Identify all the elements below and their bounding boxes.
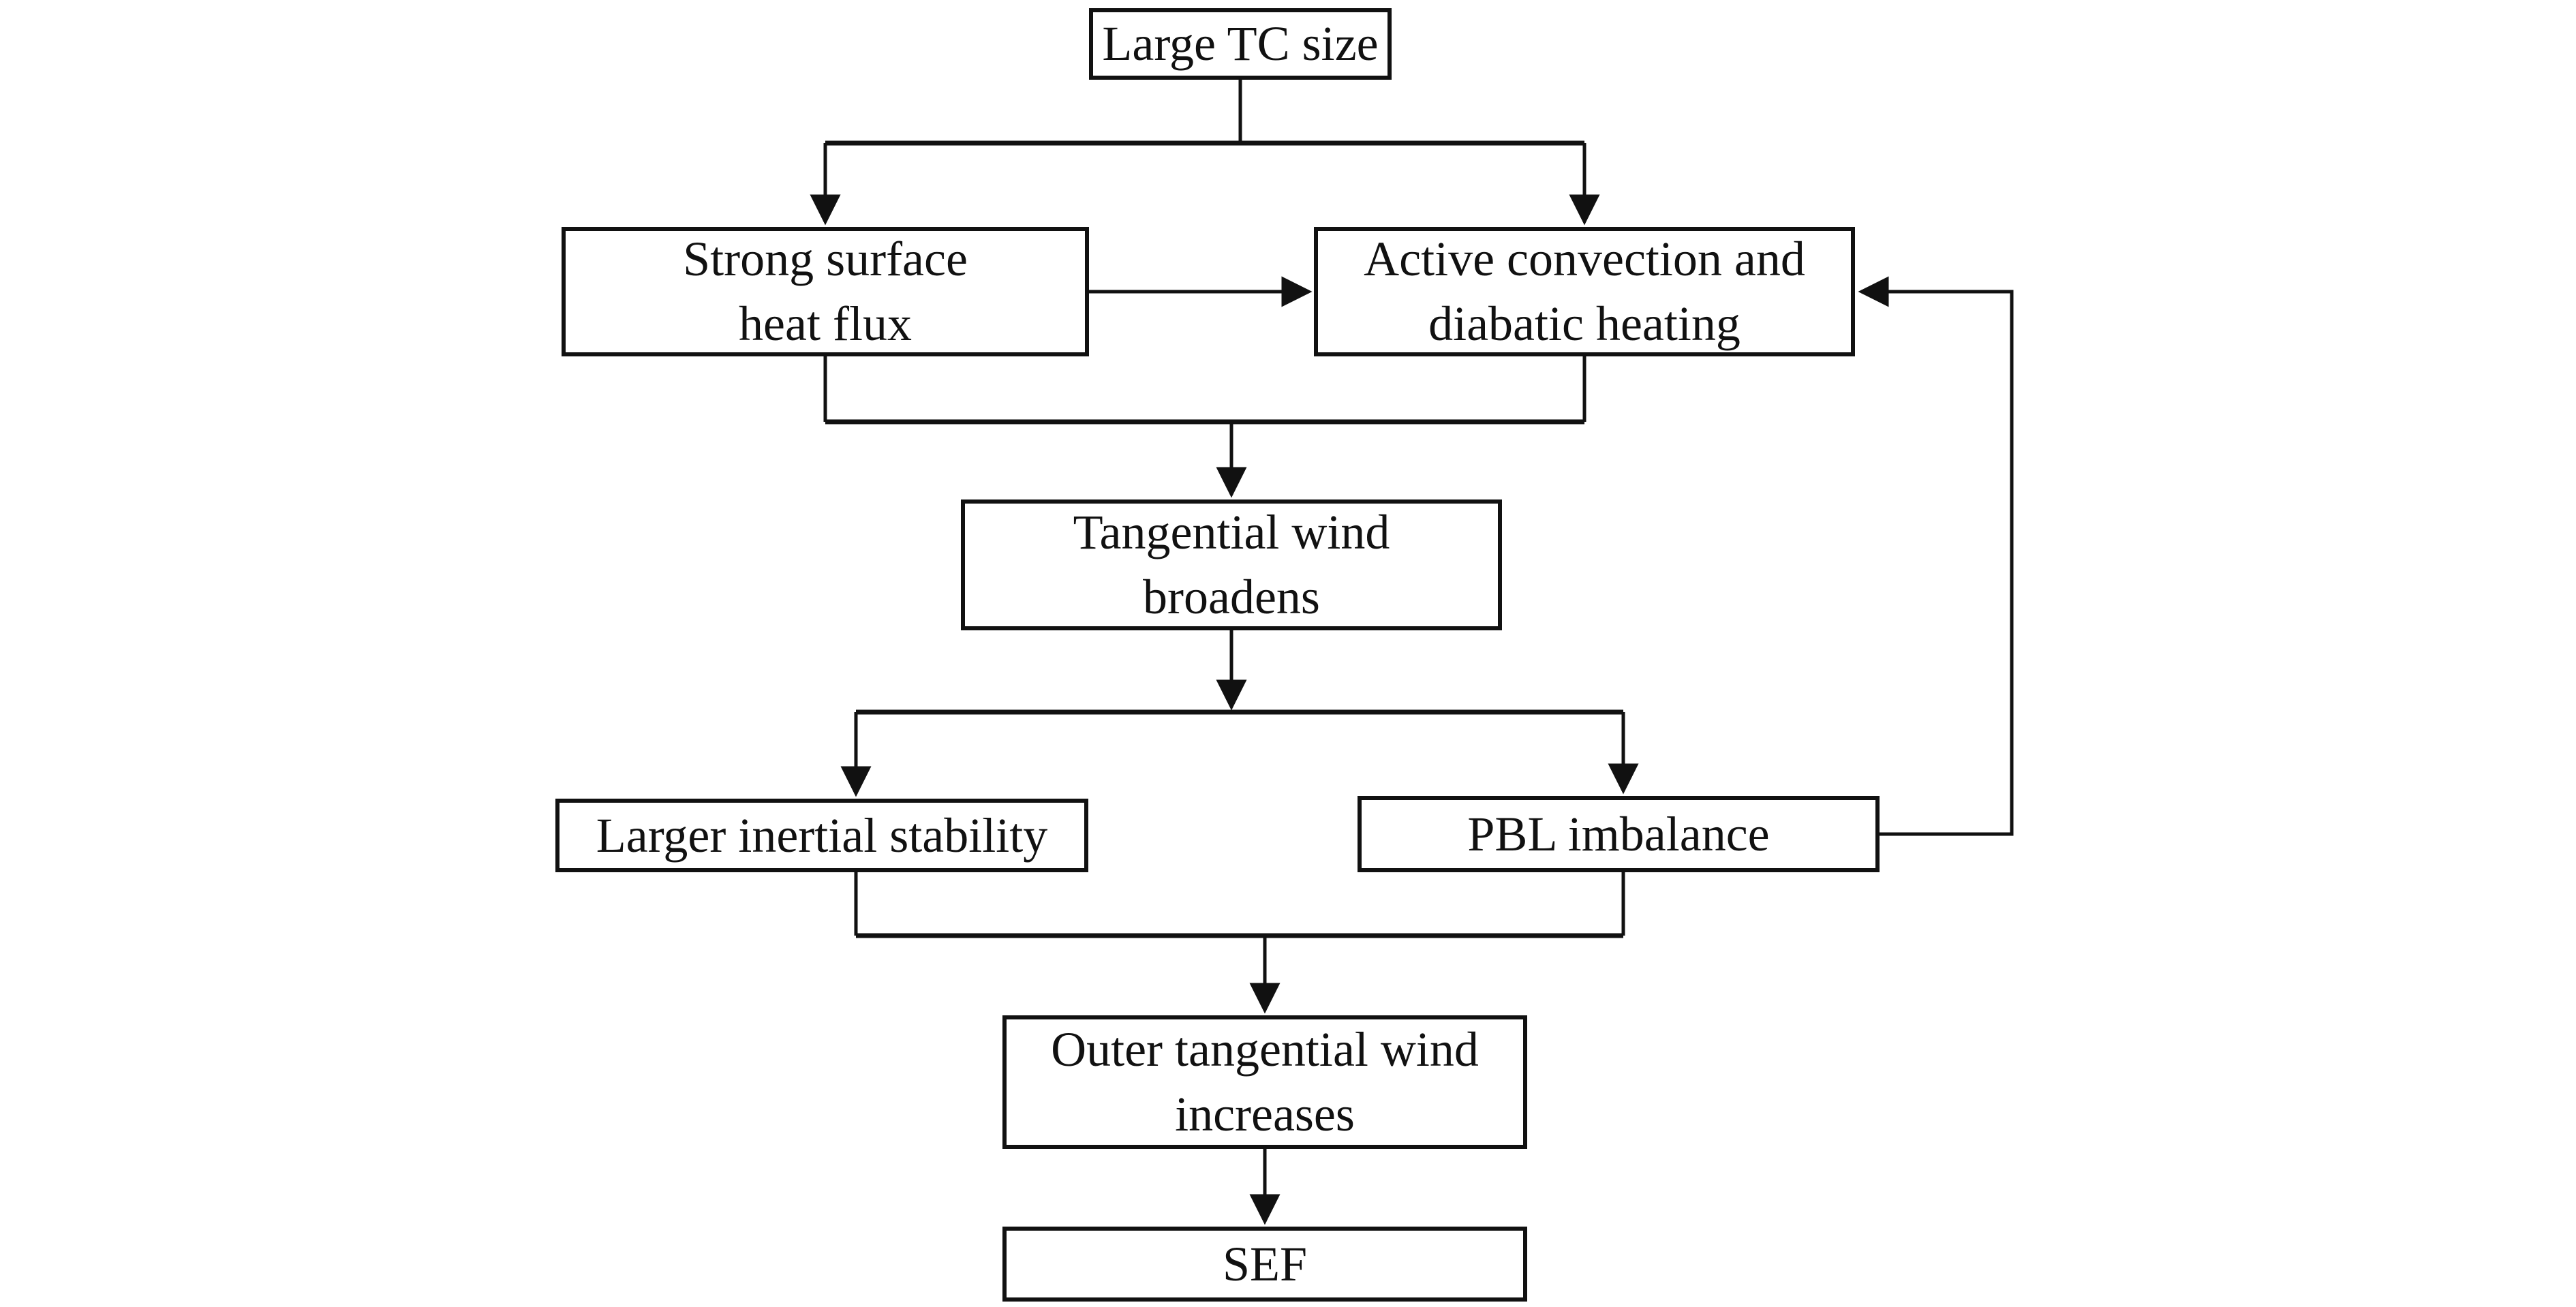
node-pbl-imbalance-label: PBL imbalance	[1467, 806, 1770, 861]
node-tangential-wind-broadens: Tangential wind broadens	[961, 499, 1502, 630]
node-large-tc-size: Large TC size	[1089, 8, 1392, 80]
node-pbl-imbalance: PBL imbalance	[1358, 796, 1880, 872]
node-tangential-wind-broadens-label: Tangential wind broadens	[1073, 505, 1390, 624]
node-sef: SEF	[1002, 1227, 1527, 1302]
node-outer-tangential-wind-label: Outer tangential wind increases	[1051, 1022, 1479, 1141]
node-strong-surface-heat-flux: Strong surface heat flux	[562, 227, 1089, 356]
node-sef-label: SEF	[1222, 1236, 1308, 1291]
node-strong-surface-heat-flux-label: Strong surface heat flux	[683, 232, 968, 351]
node-active-convection: Active convection and diabatic heating	[1314, 227, 1855, 356]
feedback-pbl-to-convection	[1858, 276, 2014, 836]
node-active-convection-label: Active convection and diabatic heating	[1364, 232, 1805, 351]
node-outer-tangential-wind: Outer tangential wind increases	[1002, 1015, 1527, 1149]
node-larger-inertial-stability-label: Larger inertial stability	[596, 808, 1048, 863]
node-larger-inertial-stability: Larger inertial stability	[555, 799, 1088, 872]
node-large-tc-size-label: Large TC size	[1102, 16, 1379, 71]
